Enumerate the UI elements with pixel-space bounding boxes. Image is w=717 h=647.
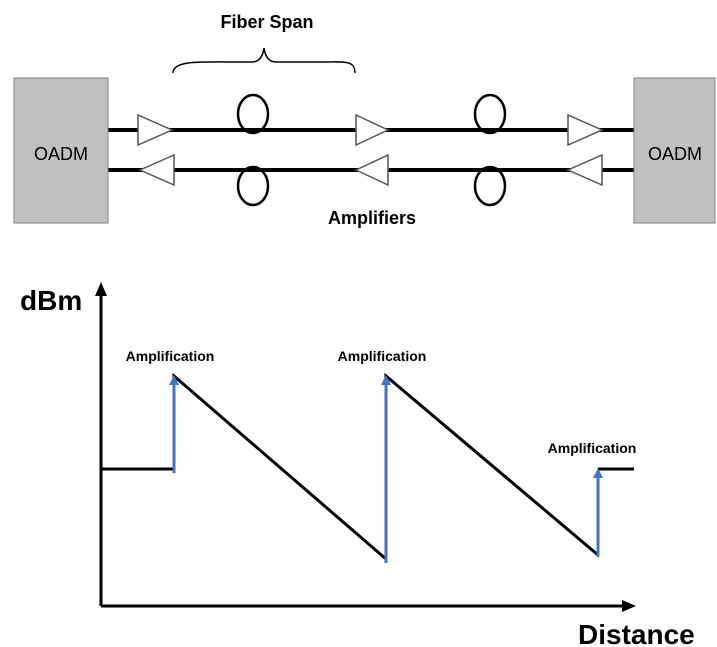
x-axis-label: Distance bbox=[578, 619, 695, 647]
amplification-label-1: Amplification bbox=[126, 348, 215, 364]
fiber-span-bracket bbox=[172, 47, 356, 74]
link-diagram: Fiber Span OADM OADM Amplifiers bbox=[13, 12, 716, 228]
amplifier-forward-1 bbox=[137, 113, 174, 147]
amplifier-reverse-2 bbox=[354, 153, 389, 187]
amplifier-reverse-3 bbox=[566, 153, 603, 187]
amplification-label-3: Amplification bbox=[548, 440, 637, 456]
fiber-span-label: Fiber Span bbox=[220, 12, 313, 32]
amplifier-reverse-1 bbox=[138, 153, 175, 187]
y-axis-arrowhead bbox=[95, 282, 107, 296]
fiber-spool-2 bbox=[473, 93, 507, 135]
fiber-spool-4 bbox=[473, 165, 507, 207]
fiber-spool-3 bbox=[236, 165, 270, 207]
amplifier-forward-2 bbox=[355, 113, 390, 147]
oadm-right-label: OADM bbox=[648, 144, 702, 164]
power-profile-line bbox=[101, 372, 599, 563]
amplification-label-2: Amplification bbox=[338, 348, 427, 364]
amplifiers-label: Amplifiers bbox=[328, 208, 416, 228]
oadm-right-box bbox=[633, 77, 716, 224]
power-plot: dBm Distance Amplification Amplification… bbox=[20, 282, 695, 647]
amplifier-forward-3 bbox=[567, 113, 604, 147]
x-axis-arrowhead bbox=[622, 600, 636, 612]
oadm-left-box bbox=[13, 77, 109, 224]
oadm-left-label: OADM bbox=[34, 144, 88, 164]
y-axis-label: dBm bbox=[20, 285, 82, 316]
fiber-spool-1 bbox=[236, 93, 270, 135]
